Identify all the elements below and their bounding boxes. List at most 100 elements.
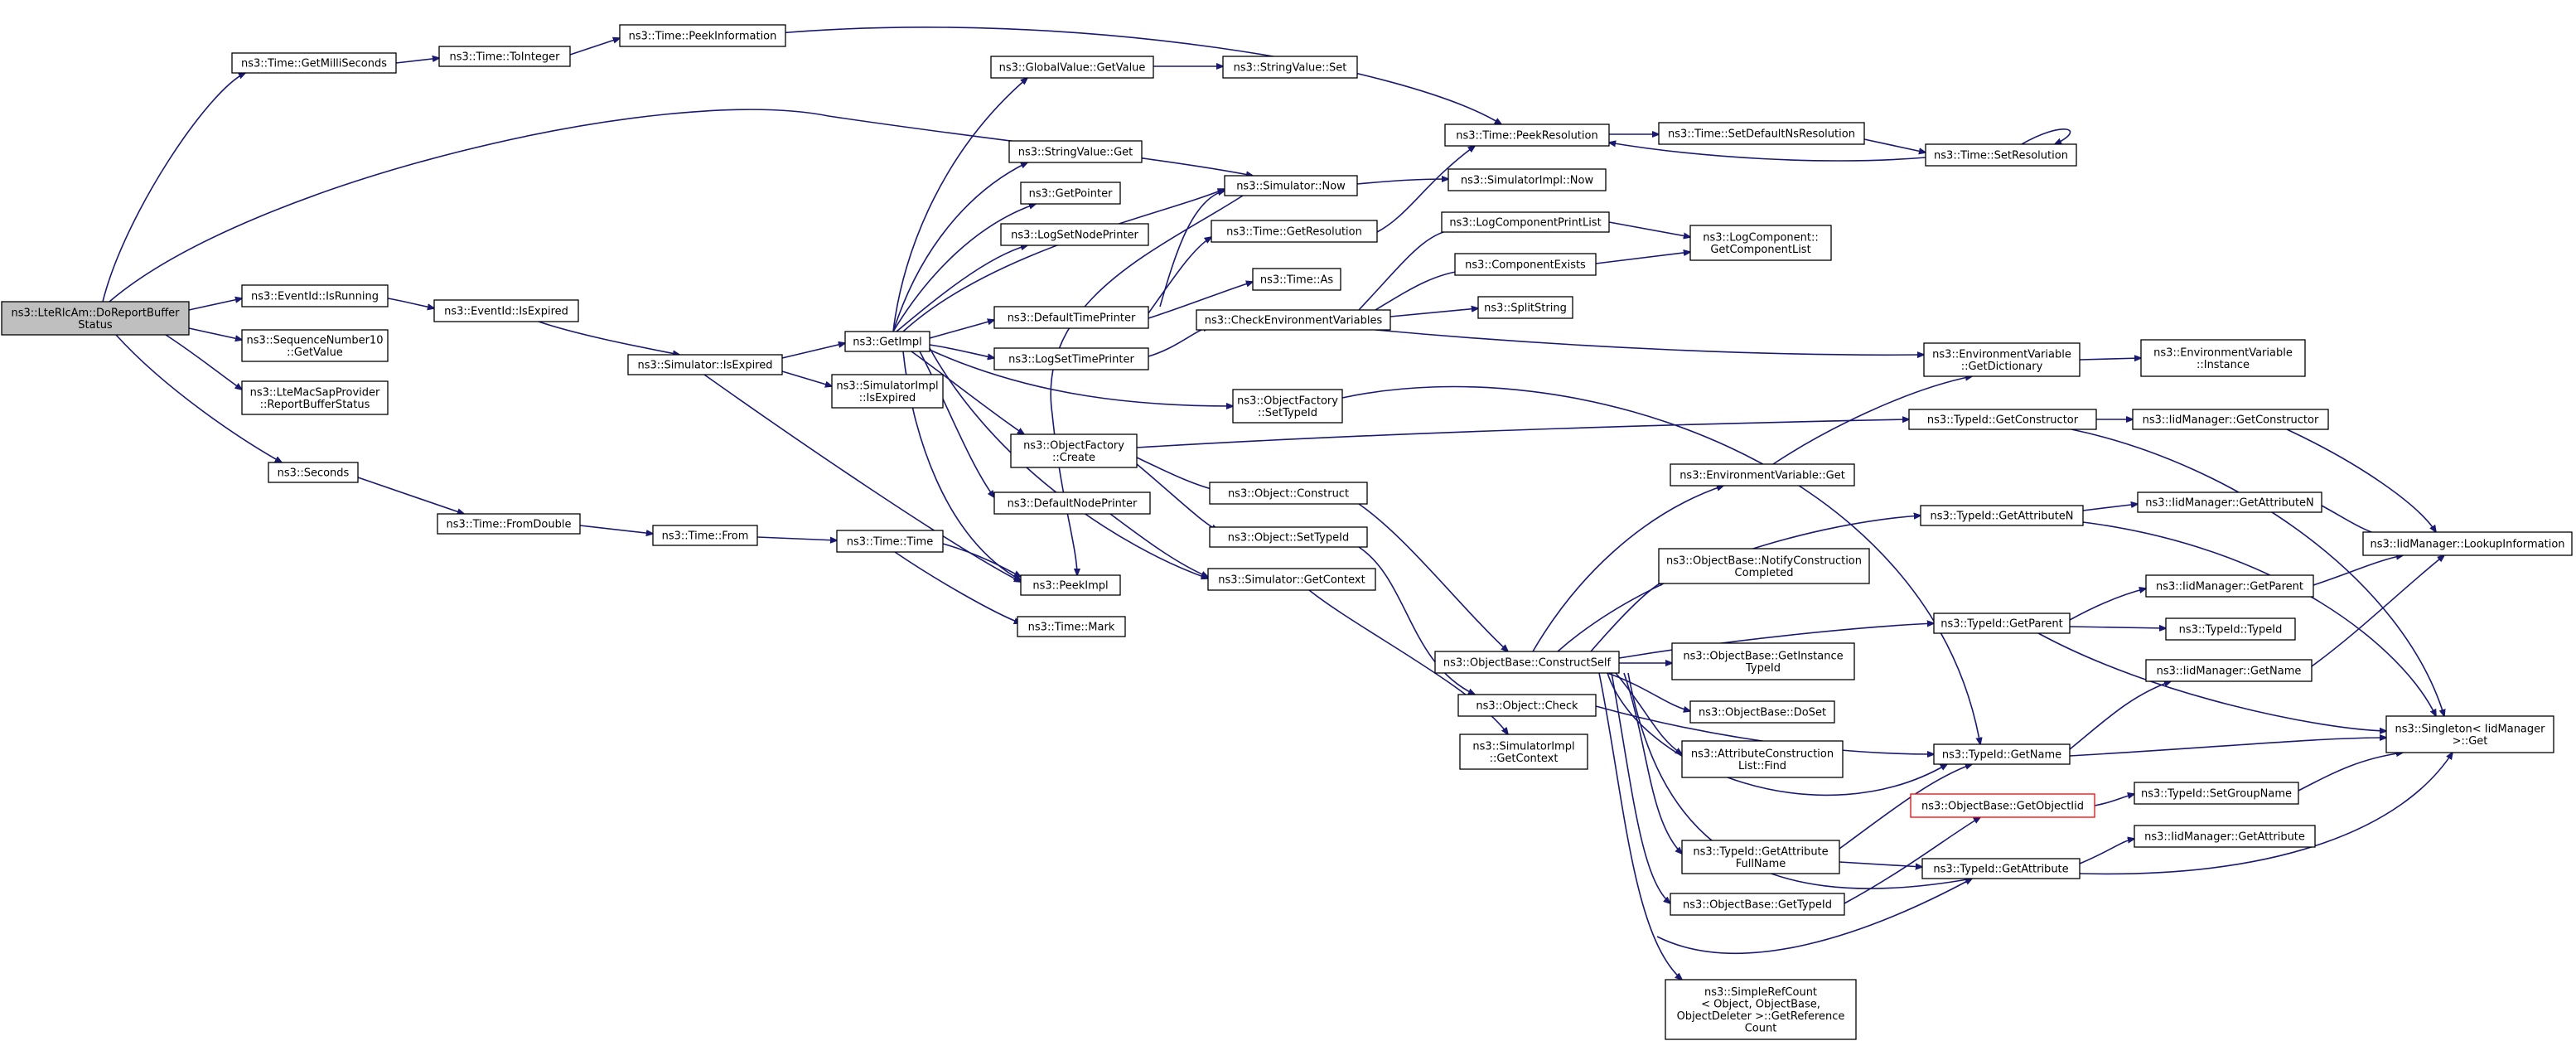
node-time[interactable]: ns3::Time::Time xyxy=(836,530,944,553)
node-label: ns3::SequenceNumber10 xyxy=(247,334,384,346)
node-box xyxy=(1933,612,2071,634)
node-iid-getname[interactable]: ns3::IidManager::GetName xyxy=(2145,659,2313,682)
node-sv-set[interactable]: ns3::StringValue::Set xyxy=(1222,56,1358,79)
node-from[interactable]: ns3::Time::From xyxy=(652,525,758,546)
node-iid-getattr[interactable]: ns3::IidManager::GetAttribute xyxy=(2134,825,2316,848)
node-getmilli[interactable]: ns3::Time::GetMilliSeconds xyxy=(231,52,397,74)
node-isrunning[interactable]: ns3::EventId::IsRunning xyxy=(241,284,389,307)
node-tointeger[interactable]: ns3::Time::ToInteger xyxy=(438,46,571,67)
node-getcomplist[interactable]: ns3::LogComponent::GetComponentList xyxy=(1689,225,1832,261)
node-logsettime[interactable]: ns3::LogSetTimePrinter xyxy=(993,347,1149,370)
node-simimpl-isexpired[interactable]: ns3::SimulatorImpl::IsExpired xyxy=(831,374,944,409)
node-box xyxy=(2362,531,2573,556)
node-iid-lookup[interactable]: ns3::IidManager::LookupInformation xyxy=(2362,531,2573,556)
node-ob-constructself[interactable]: ns3::ObjectBase::ConstructSelf xyxy=(1434,651,1620,674)
node-ob-doset[interactable]: ns3::ObjectBase::DoSet xyxy=(1689,700,1835,724)
node-label: ns3::Simulator::IsExpired xyxy=(637,360,772,372)
node-compexists[interactable]: ns3::ComponentExists xyxy=(1454,253,1597,276)
node-ob-getobjectiid[interactable]: ns3::ObjectBase::GetObjectIid xyxy=(1910,793,2095,818)
node-label: ns3::GetPointer xyxy=(1029,188,1113,201)
node-sv-get[interactable]: ns3::StringValue::Get xyxy=(1008,140,1143,163)
node-iid-getattrn[interactable]: ns3::IidManager::GetAttributeN xyxy=(2137,491,2322,513)
node-splitstring[interactable]: ns3::SplitString xyxy=(1477,296,1573,319)
node-tid-getctor[interactable]: ns3::TypeId::GetConstructor xyxy=(1908,409,2097,430)
node-isexpired-e[interactable]: ns3::EventId::IsExpired xyxy=(433,299,579,322)
node-singleton-get[interactable]: ns3::Singleton< IidManager >::Get xyxy=(2385,715,2554,753)
node-box xyxy=(993,491,1151,515)
node-fromdouble[interactable]: ns3::Time::FromDouble xyxy=(437,513,581,535)
node-mark[interactable]: ns3::Time::Mark xyxy=(1017,616,1126,637)
node-simimpl-getctx[interactable]: ns3::SimulatorImpl::GetContext xyxy=(1459,734,1588,770)
node-simimpl-now[interactable]: ns3::SimulatorImpl::Now xyxy=(1447,168,1607,191)
edge-tid_getparent-to-iid_getparent xyxy=(2069,588,2146,621)
node-tid-getname[interactable]: ns3::TypeId::GetName xyxy=(1933,743,2071,765)
node-time-as[interactable]: ns3::Time::As xyxy=(1252,268,1341,291)
node-label: ns3::ObjectFactory xyxy=(1023,439,1124,452)
node-box xyxy=(1921,858,2081,879)
node-getpointer[interactable]: ns3::GetPointer xyxy=(1020,182,1121,205)
node-sim-getctx[interactable]: ns3::Simulator::GetContext xyxy=(1207,568,1376,591)
node-tid-getattrn[interactable]: ns3::TypeId::GetAttributeN xyxy=(1920,505,2084,526)
edge-envvar_get-to-envvar_getdict xyxy=(1772,376,1972,465)
node-box xyxy=(1209,482,1368,505)
node-label: ns3::Object::Check xyxy=(1476,700,1578,713)
node-getimpl[interactable]: ns3::GetImpl xyxy=(844,331,930,352)
node-tid-getparent[interactable]: ns3::TypeId::GetParent xyxy=(1933,612,2071,634)
node-envvar-inst[interactable]: ns3::EnvironmentVariable::Instance xyxy=(2140,339,2306,377)
node-logcompprint[interactable]: ns3::LogComponentPrintList xyxy=(1441,211,1610,233)
node-logsetnode[interactable]: ns3::LogSetNodePrinter xyxy=(1000,223,1149,246)
edge-getimpl-to-of_settypeid xyxy=(929,349,1233,406)
node-iid-getctor[interactable]: ns3::IidManager::GetConstructor xyxy=(2132,409,2329,430)
node-peekres[interactable]: ns3::Time::PeekResolution xyxy=(1444,123,1610,147)
node-ob-notify[interactable]: ns3::ObjectBase::NotifyConstructionCompl… xyxy=(1658,548,1870,584)
node-box xyxy=(268,462,359,483)
node-simplerefcount[interactable]: ns3::SimpleRefCount< Object, ObjectBase,… xyxy=(1665,979,1857,1040)
node-box xyxy=(1689,700,1835,724)
node-tid-typeid[interactable]: ns3::TypeId::TypeId xyxy=(2165,617,2296,641)
node-checkenv[interactable]: ns3::CheckEnvironmentVariables xyxy=(1196,309,1391,331)
node-tid-getattr[interactable]: ns3::TypeId::GetAttribute xyxy=(1921,858,2081,879)
node-of-create[interactable]: ns3::ObjectFactory::Create xyxy=(1010,433,1138,468)
node-gv-getvalue[interactable]: ns3::GlobalValue::GetValue xyxy=(990,56,1154,79)
node-box xyxy=(1224,175,1358,196)
edge-ob_constructself-to-tid_getparent xyxy=(1618,623,1934,659)
node-box xyxy=(438,46,571,67)
node-peekimpl[interactable]: ns3::PeekImpl xyxy=(1020,574,1121,596)
node-box xyxy=(1020,182,1121,205)
edge-tid_getname-to-singleton_get xyxy=(2069,738,2386,757)
node-of-settypeid[interactable]: ns3::ObjectFactory::SetTypeId xyxy=(1232,389,1343,424)
node-defnode[interactable]: ns3::DefaultNodePrinter xyxy=(993,491,1151,515)
edge-sim_isexpired-to-getimpl xyxy=(781,343,845,359)
node-envvar-getdict[interactable]: ns3::EnvironmentVariable::GetDictionary xyxy=(1923,342,2081,377)
node-peekinfo[interactable]: ns3::Time::PeekInformation xyxy=(619,24,786,47)
node-seconds[interactable]: ns3::Seconds xyxy=(268,462,359,483)
node-box xyxy=(433,299,579,322)
node-box xyxy=(2145,659,2313,682)
node-obj-check[interactable]: ns3::Object::Check xyxy=(1457,694,1597,717)
node-seqnum[interactable]: ns3::SequenceNumber10::GetValue xyxy=(241,329,389,362)
node-box xyxy=(241,329,389,362)
node-obj-construct[interactable]: ns3::Object::Construct xyxy=(1209,482,1368,505)
node-envvar-get[interactable]: ns3::EnvironmentVariable::Get xyxy=(1670,463,1855,487)
node-label: FullName xyxy=(1736,858,1786,870)
node-tid-setgroup[interactable]: ns3::TypeId::SetGroupName xyxy=(2134,782,2299,805)
node-getres[interactable]: ns3::Time::GetResolution xyxy=(1211,220,1378,243)
node-ltemac[interactable]: ns3::LteMacSapProvider::ReportBufferStat… xyxy=(241,380,389,415)
node-iid-getparent[interactable]: ns3::IidManager::GetParent xyxy=(2145,574,2314,598)
node-sim-isexpired[interactable]: ns3::Simulator::IsExpired xyxy=(627,354,783,375)
node-label: ns3::EventId::IsExpired xyxy=(444,306,568,318)
edge-from-to-time xyxy=(756,536,837,540)
node-label: ObjectDeleter >::GetReference xyxy=(1677,1010,1845,1023)
node-deftime[interactable]: ns3::DefaultTimePrinter xyxy=(993,306,1149,329)
node-setdefres[interactable]: ns3::Time::SetDefaultNsResolution xyxy=(1658,122,1865,145)
node-box xyxy=(1454,253,1597,276)
node-ob-gettypeid[interactable]: ns3::ObjectBase::GetTypeId xyxy=(1670,893,1845,916)
node-obj-settypeid[interactable]: ns3::Object::SetTypeId xyxy=(1209,526,1368,548)
edge-isexpired_e-to-sim_isexpired xyxy=(538,321,679,355)
node-setres[interactable]: ns3::Time::SetResolution xyxy=(1925,143,2077,167)
node-sim-now[interactable]: ns3::Simulator::Now xyxy=(1224,175,1358,196)
